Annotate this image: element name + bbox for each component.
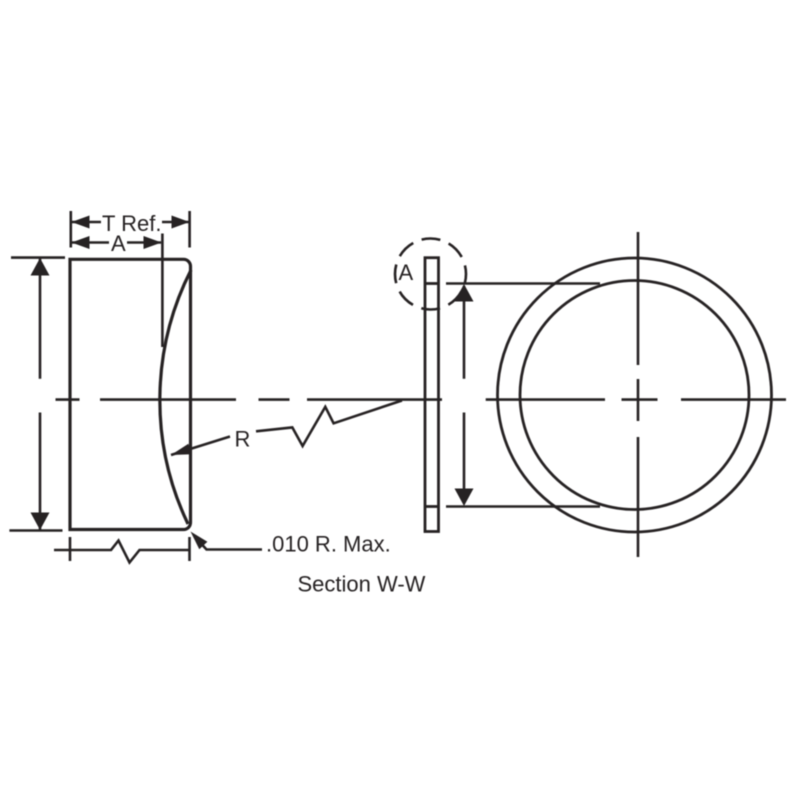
svg-text:Section W-W: Section W-W xyxy=(298,572,426,597)
svg-text:.010 R. Max.: .010 R. Max. xyxy=(266,532,391,557)
svg-text:A: A xyxy=(111,231,126,256)
svg-text:T Ref.: T Ref. xyxy=(102,211,162,236)
svg-text:A: A xyxy=(399,260,414,285)
svg-text:R: R xyxy=(235,427,251,452)
